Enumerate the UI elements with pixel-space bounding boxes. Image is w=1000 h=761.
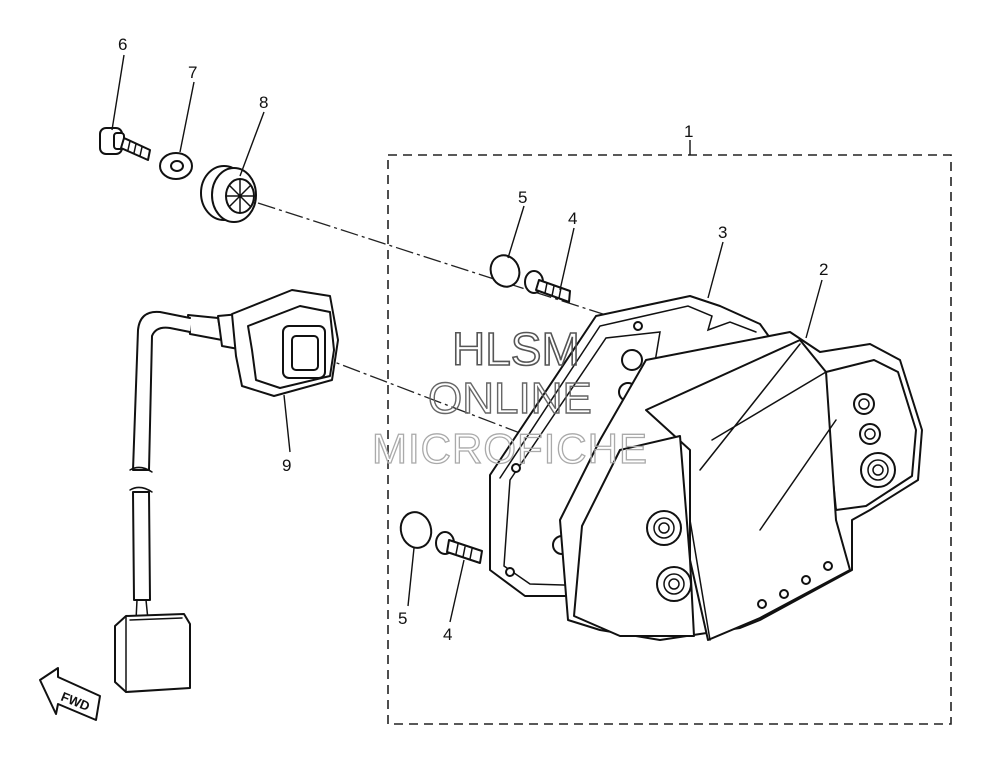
wire-harness [129, 310, 191, 621]
forward-direction-indicator: FWD [39, 667, 101, 721]
callout-5-upper: 5 [518, 188, 527, 207]
cap-part-upper[interactable] [486, 251, 525, 292]
screw-part-upper[interactable] [524, 270, 571, 303]
watermark: HLSM ONLINE MICROFICHE [371, 322, 648, 472]
callout-5-lower: 5 [398, 609, 407, 628]
callout-8: 8 [259, 93, 268, 112]
bolt-part[interactable] [99, 127, 151, 161]
callout-6: 6 [118, 35, 127, 54]
grommet-part[interactable] [200, 165, 257, 223]
screw-part-lower[interactable] [435, 531, 483, 564]
alignment-line-grommet [257, 202, 641, 327]
alignment-line-bulb [315, 354, 521, 434]
bulb-socket-part[interactable] [187, 289, 339, 397]
callout-2: 2 [819, 260, 828, 279]
electrical-connector [114, 613, 191, 693]
callout-7: 7 [188, 63, 197, 82]
cap-part-lower[interactable] [397, 509, 435, 552]
svg-text:ONLINE: ONLINE [428, 374, 592, 423]
washer-part[interactable] [159, 152, 193, 180]
assembly-boundary [387, 154, 952, 725]
callout-9: 9 [282, 456, 291, 475]
callout-4-lower: 4 [443, 625, 452, 644]
leader-lines [111, 54, 823, 623]
callout-4-upper: 4 [568, 209, 577, 228]
svg-text:MICROFICHE: MICROFICHE [372, 425, 648, 472]
callout-3: 3 [718, 223, 727, 242]
callout-1: 1 [684, 122, 693, 141]
svg-text:HLSM: HLSM [452, 323, 580, 375]
meter-assembly-part[interactable] [559, 331, 923, 641]
